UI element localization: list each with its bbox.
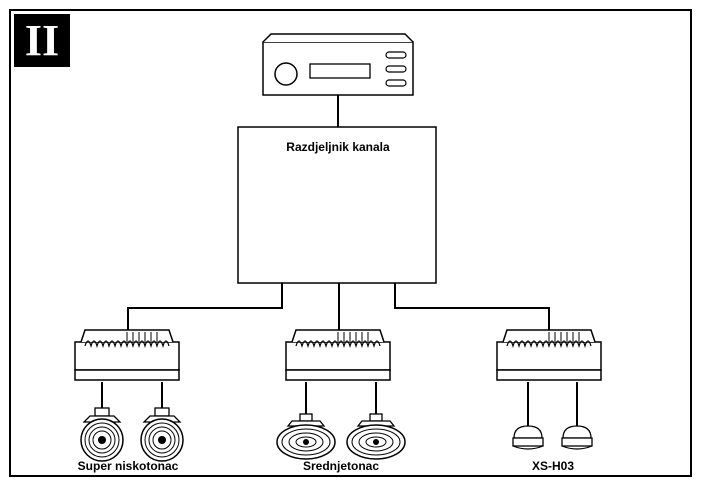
- head-unit-icon: [262, 33, 414, 96]
- amplifier-icon-2: [285, 329, 391, 381]
- channel-label-tweeter: XS-H03: [532, 459, 574, 473]
- channel-label-subwoofer: Super niskotonac: [78, 459, 179, 473]
- amplifier-icon-3: [496, 329, 602, 381]
- channel-splitter-box: [237, 126, 437, 284]
- woofer-speaker-icon-right: [140, 407, 184, 462]
- tweeter-speaker-icon-left: [512, 425, 544, 450]
- amplifier-icon-1: [74, 329, 180, 381]
- channel-label-midrange: Srednjetonac: [303, 459, 379, 473]
- tweeter-speaker-icon-right: [561, 425, 593, 450]
- oval-speaker-icon-left: [276, 413, 336, 460]
- signal-wires: [101, 95, 578, 428]
- woofer-speaker-icon-left: [80, 407, 124, 462]
- oval-speaker-icon-right: [346, 413, 406, 460]
- section-number-badge: II: [14, 14, 70, 67]
- diagram-frame: [9, 9, 692, 477]
- splitter-label: Razdjeljnik kanala: [286, 140, 390, 154]
